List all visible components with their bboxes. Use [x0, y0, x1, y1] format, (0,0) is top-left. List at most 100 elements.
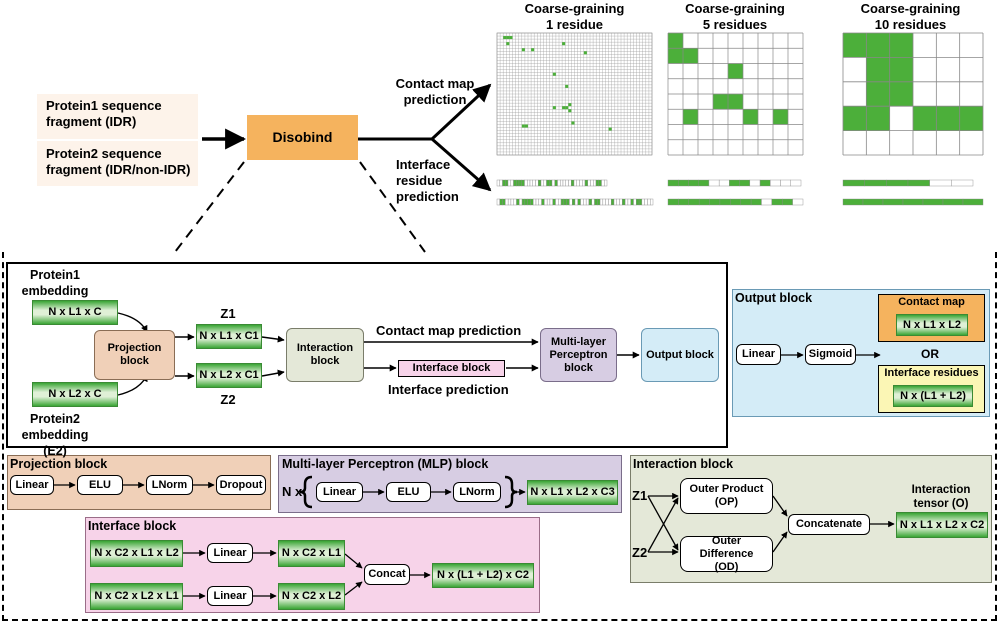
mlp-elu-node: ELU [386, 482, 431, 502]
e2-label: Protein2 embedding (E2) [21, 412, 89, 458]
interface-mid2-shape: N x C2 x L2 [281, 590, 342, 602]
contact-branch-arrow [430, 83, 492, 141]
interface-prediction-path-label: Interface prediction [388, 382, 509, 397]
contact-map-output-shape: N x L1 x L2 [902, 318, 962, 331]
proj-elu-node: ELU [77, 475, 123, 495]
mlp-output-shape: N x L1 x L2 x C3 [530, 486, 615, 498]
proj-lnorm-node: LNorm [146, 475, 193, 495]
outer-product-label: Outer Product (OP) [689, 483, 764, 508]
interface-mid2-box: N x C2 x L2 [278, 583, 345, 610]
projection-block-node: Projection block [94, 330, 175, 380]
cg-title-1: Coarse-graining 1 residue [497, 1, 652, 33]
output-sigmoid-label: Sigmoid [808, 348, 853, 360]
interface-block-node: Interface block [398, 360, 505, 377]
output-linear-node: Linear [736, 344, 781, 365]
e2-shape-box: N x L2 x C [32, 382, 118, 407]
mlp-elu-label: ELU [397, 485, 420, 498]
cg-title-2-sub: 5 residues [702, 17, 768, 32]
interaction-block-node: Interaction block [286, 328, 364, 382]
mlp-lnorm-label: LNorm [459, 485, 495, 498]
disobind-model-box: Disobind [247, 115, 358, 160]
proj-elu-label: ELU [89, 478, 111, 491]
mlp-lnorm-node: LNorm [453, 482, 501, 502]
interface-linear1-node: Linear [207, 543, 253, 563]
e1-shape-box: N x L1 x C [32, 300, 118, 325]
z2-shape-box: N x L2 x C1 [196, 363, 262, 388]
contact-map-prediction-path-label: Contact map prediction [376, 323, 522, 338]
z2-label: Z2 [220, 392, 236, 407]
interface-concat-node: Concat [364, 564, 410, 585]
contact-map-output-title: Contact map [898, 296, 965, 308]
z1-label: Z1 [220, 306, 236, 321]
interaction-tensor-shape-box: N x L1 x L2 x C2 [896, 512, 988, 538]
interface-linear2-node: Linear [207, 586, 253, 606]
mlp-linear-node: Linear [316, 482, 363, 502]
interface-node-label: Interface block [412, 362, 491, 374]
outer-difference-label: Outer Difference (OD) [699, 534, 754, 573]
interface-output-shape-box: N x (L1 + L2) [893, 385, 973, 407]
interface-in1-box: N x C2 x L1 x L2 [90, 540, 183, 567]
mlp-block-node: Multi-layer Perceptron block [540, 328, 617, 382]
output-node-label: Output block [646, 348, 714, 361]
detail-dashed-region [2, 252, 997, 621]
interface-output-shape: N x (L1 + L2) [900, 389, 966, 402]
interface-out-shape: N x (L1 + L2) x C2 [436, 569, 529, 581]
interface-residue-bars [496, 179, 984, 206]
interface-in2-shape: N x C2 x L2 x L1 [94, 590, 179, 602]
disobind-label: Disobind [272, 129, 333, 145]
input1-label: Protein1 sequence fragment (IDR) [46, 98, 162, 129]
interface-in1-shape: N x C2 x L1 x L2 [94, 547, 179, 559]
proj-dropout-node: Dropout [216, 475, 266, 495]
e1-shape: N x L1 x C [48, 306, 102, 318]
interaction-node-label: Interaction block [296, 342, 354, 367]
cg-title-3-main: Coarse-graining [860, 1, 961, 16]
interface-residue-prediction-label: Interface residue prediction [396, 157, 459, 204]
projection-block-title: Projection block [10, 457, 108, 471]
z1-shape: N x L1 x C1 [199, 330, 259, 342]
input2-panel [37, 141, 198, 186]
contact-map-10-residues [842, 32, 984, 156]
output-or-label: OR [921, 347, 939, 361]
contact-map-5-residues [667, 32, 804, 156]
input1-panel [37, 94, 198, 139]
outer-product-node: Outer Product (OP) [680, 478, 773, 514]
projection-node-label: Projection block [107, 342, 162, 367]
contact-map-prediction-label: Contact map prediction [395, 76, 475, 107]
outer-difference-node: Outer Difference (OD) [680, 534, 773, 573]
interface-mid1-shape: N x C2 x L1 [281, 547, 342, 559]
interaction-z2-label: Z2 [632, 545, 648, 560]
output-block-title: Output block [735, 291, 813, 305]
cg-title-1-main: Coarse-graining [524, 1, 625, 16]
cg-title-2-main: Coarse-graining [685, 1, 785, 16]
mlp-node-label: Multi-layer Perceptron block [549, 335, 608, 374]
cg-title-3-sub: 10 residues [874, 17, 947, 32]
proj-lnorm-label: LNorm [151, 478, 188, 491]
interface-mid1-box: N x C2 x L1 [278, 540, 345, 567]
output-block-node: Output block [641, 328, 719, 382]
interface-branch-arrow [431, 137, 492, 192]
cg-title-2: Coarse-graining 5 residues [665, 1, 805, 33]
interaction-block-title: Interaction block [633, 457, 734, 471]
interface-output-title: Interface residues [884, 367, 979, 379]
interaction-tensor-label: Interaction tensor (O) [911, 484, 971, 510]
mlp-output-shape-box: N x L1 x L2 x C3 [527, 480, 618, 505]
e2-shape: N x L2 x C [48, 388, 102, 400]
proj-linear-node: Linear [10, 475, 54, 495]
interaction-tensor-shape: N x L1 x L2 x C2 [899, 518, 985, 531]
concatenate-node: Concatenate [788, 514, 870, 535]
proj-linear-label: Linear [15, 478, 49, 491]
z2-shape: N x L2 x C1 [199, 369, 259, 381]
interface-out-box: N x (L1 + L2) x C2 [432, 563, 534, 588]
concatenate-label: Concatenate [795, 518, 863, 530]
mlp-repeat-prefix: N x [282, 484, 303, 499]
interface-linear2-label: Linear [213, 589, 247, 602]
zoom-line-left [174, 161, 245, 253]
cg-title-1-sub: 1 residue [545, 17, 604, 32]
interface-block-title: Interface block [88, 519, 177, 533]
mlp-linear-label: Linear [322, 485, 356, 498]
cg-title-3: Coarse-graining 10 residues [838, 1, 983, 33]
proj-dropout-label: Dropout [219, 478, 263, 491]
output-sigmoid-node: Sigmoid [805, 344, 856, 365]
contact-map-1-residue [496, 32, 653, 156]
